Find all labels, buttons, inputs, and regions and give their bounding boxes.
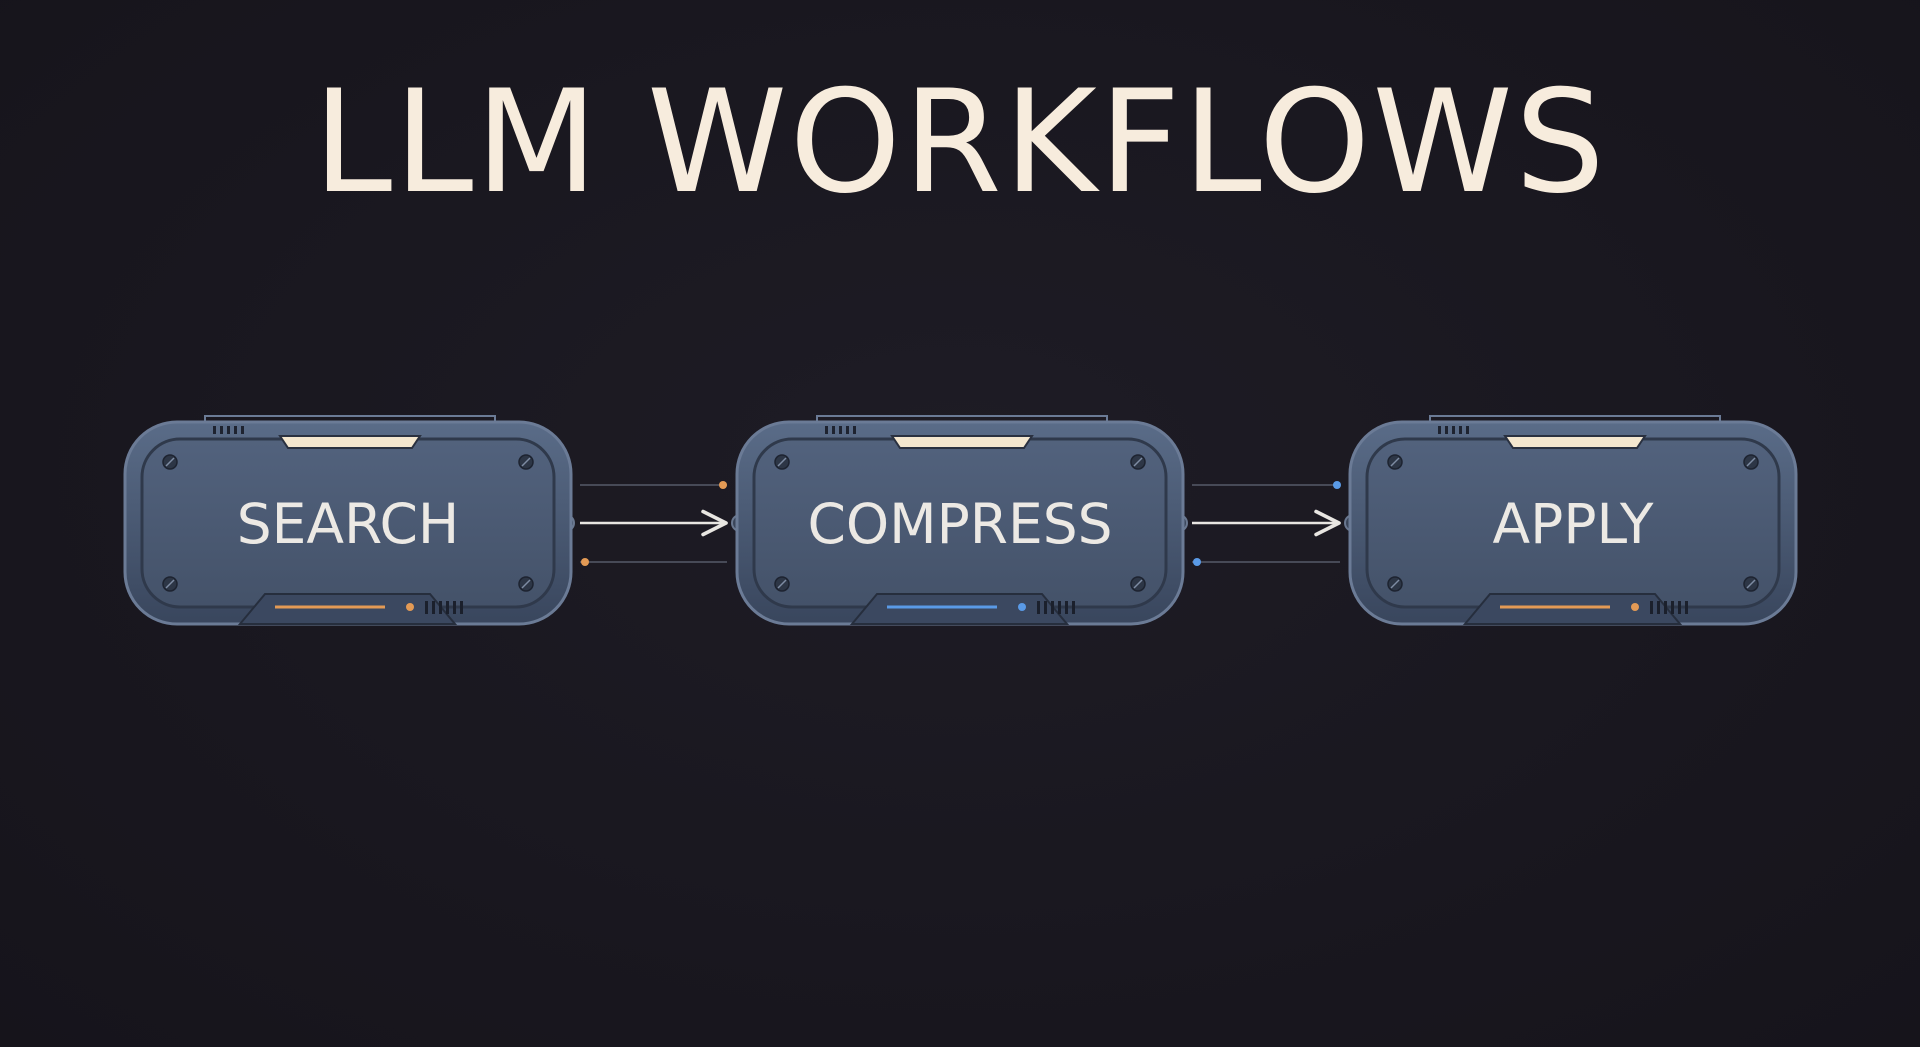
- status-led: [406, 603, 414, 611]
- top-rail: [204, 415, 496, 422]
- bottom-plate: [849, 593, 1070, 625]
- bottom-vent-icon: [1650, 601, 1688, 614]
- screw-icon: [1387, 454, 1759, 592]
- status-led: [1631, 603, 1639, 611]
- edge-status-led-bottom: [581, 558, 589, 566]
- screw-icon: [162, 454, 534, 592]
- bottom-vent-icon: [425, 601, 463, 614]
- bottom-plate: [1462, 593, 1683, 625]
- top-light-bar: [1503, 435, 1647, 449]
- top-vent-icon: [825, 426, 856, 434]
- edge-compress-to-apply: [1170, 481, 1362, 566]
- edge-status-led-bottom: [1193, 558, 1201, 566]
- page-title: LLM WORKFLOWS: [313, 60, 1607, 225]
- top-rail: [816, 415, 1108, 422]
- edge-search-to-compress: [557, 481, 749, 566]
- bottom-plate: [237, 593, 458, 625]
- top-vent-icon: [213, 426, 244, 434]
- node-label: APPLY: [1493, 492, 1654, 556]
- node-apply[interactable]: APPLY: [1348, 415, 1798, 626]
- edge-status-led-top: [719, 481, 727, 489]
- status-led: [1018, 603, 1026, 611]
- top-rail: [1429, 415, 1721, 422]
- node-compress[interactable]: COMPRESS: [735, 415, 1185, 626]
- top-vent-icon: [1438, 426, 1469, 434]
- screw-icon: [774, 454, 1146, 592]
- bottom-vent-icon: [1037, 601, 1075, 614]
- node-label: SEARCH: [237, 492, 460, 556]
- edge-status-led-top: [1333, 481, 1341, 489]
- node-label: COMPRESS: [807, 492, 1112, 556]
- top-light-bar: [890, 435, 1034, 449]
- node-search[interactable]: SEARCH: [123, 415, 573, 626]
- top-light-bar: [278, 435, 422, 449]
